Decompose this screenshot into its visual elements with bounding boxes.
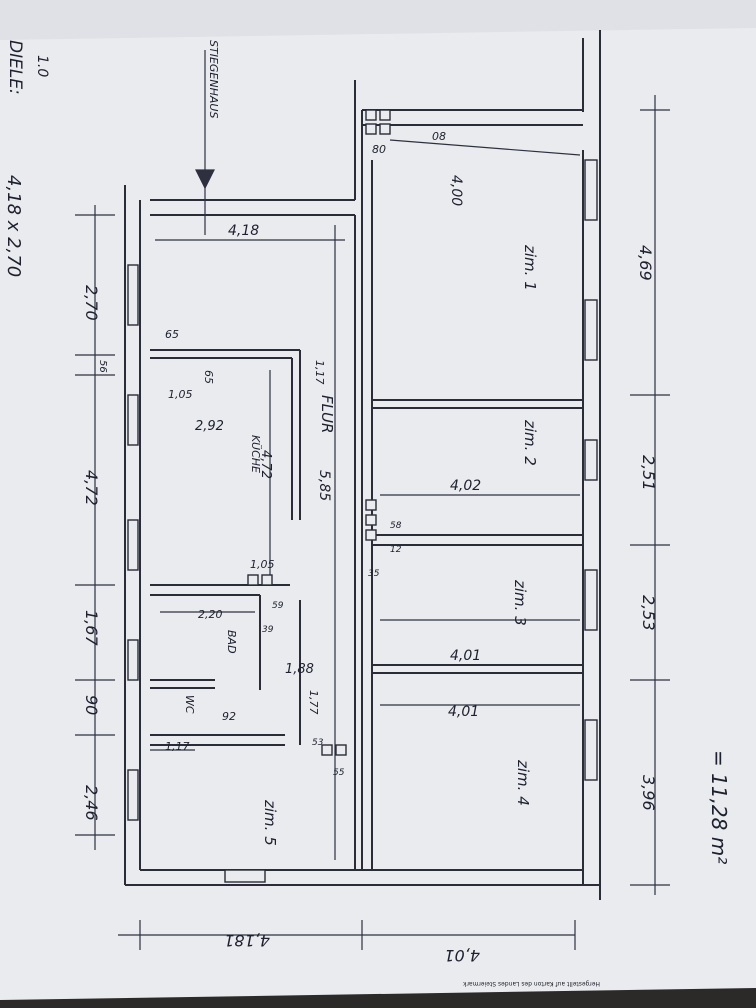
room-zim5: zim. 5 <box>261 799 279 846</box>
dim-left-5: 90 <box>82 695 101 715</box>
diele-label: DIELE: <box>5 40 25 95</box>
dim-small-2: 55 <box>333 768 345 778</box>
total-area: = 11,28 m² <box>707 750 731 864</box>
dim-left-1: 2,70 <box>82 285 101 321</box>
note-top-left: 1.0 <box>34 55 50 77</box>
dim-diele-small: 65 <box>165 328 179 341</box>
room-stiegenhaus: STIEGENHAUS <box>207 40 220 118</box>
dim-small-1: 53 <box>312 738 324 748</box>
dim-kueche-bottom: 1,05 <box>250 558 275 571</box>
inner-dimension-labels: 4,00 80 08 4,18 65 1,17 65 1,05 2,92 4,7… <box>165 130 481 778</box>
room-labels: zim. 1 zim. 2 zim. 3 zim. 4 zim. 5 KÜCHE… <box>183 40 539 846</box>
dim-zim1-width: 4,00 <box>448 175 464 206</box>
dim-right-3: 2,53 <box>639 595 658 631</box>
dim-zim1-door: 80 <box>372 143 386 156</box>
dim-left-2: 56 <box>97 360 108 373</box>
dim-bottom-2: 4,01 <box>444 946 480 965</box>
dim-left-4: 1,67 <box>82 610 101 646</box>
dim-left-3: 4,72 <box>82 470 101 506</box>
dim-zim2-width: 4,02 <box>450 478 481 494</box>
dim-right-2: 2,51 <box>639 455 658 491</box>
dim-flur-len: 5,85 <box>316 470 332 501</box>
dim-zim1-corner: 08 <box>432 130 446 143</box>
dim-bottom-1: 4,181 <box>224 931 270 950</box>
margin-notes: 1.0 DIELE: 4,18 x 2,70 = 11,28 m² Herges… <box>3 40 731 987</box>
footer-fine-print-visible: Hergestellt auf Karton des Landes Steier… <box>463 980 600 987</box>
dim-flur-end: 1,77 <box>307 690 320 715</box>
dimension-lines <box>75 50 670 950</box>
room-zim2: zim. 2 <box>521 419 539 466</box>
room-kueche: KÜCHE <box>249 435 262 473</box>
dim-bad-small: 59 <box>272 601 284 611</box>
walls <box>124 30 601 900</box>
room-zim4: zim. 4 <box>514 759 532 806</box>
dim-right-1: 4,69 <box>636 245 655 281</box>
dim-kueche-depth: 2,92 <box>195 419 224 434</box>
dim-kueche-len: 4,72 <box>258 450 273 479</box>
diele-size: 4,18 x 2,70 <box>3 175 24 277</box>
dim-flur-top: 1,17 <box>313 360 326 385</box>
dim-zim3-width: 4,01 <box>450 648 481 664</box>
shafts <box>127 109 598 883</box>
room-bad: BAD <box>225 630 238 654</box>
dim-zim5-width: 1,17 <box>165 740 190 753</box>
dim-bad-width: 2,20 <box>198 608 223 621</box>
dim-kueche-small: 65 <box>202 370 215 384</box>
dim-left-6: 2,46 <box>82 785 101 821</box>
dim-diele-width: 4,18 <box>228 223 259 239</box>
dim-right-4: 3,96 <box>639 775 658 811</box>
dim-shaft-1: 58 <box>390 521 402 531</box>
dim-bad-small2: 39 <box>262 625 274 635</box>
outer-dimension-labels: 4,69 2,51 2,53 3,96 2,70 56 4,72 1,67 90… <box>82 245 658 965</box>
room-zim3: zim. 3 <box>511 579 529 626</box>
dim-kueche-width: 1,05 <box>168 388 193 401</box>
dim-shaft-2: 12 <box>390 545 402 555</box>
room-wc: WC <box>183 695 196 714</box>
dim-shaft-3: 35 <box>368 569 380 579</box>
dim-wc-width: 92 <box>222 710 236 723</box>
room-zim1: zim. 1 <box>521 244 539 291</box>
dim-zim4-width: 4,01 <box>448 704 479 720</box>
room-flur: FLUR <box>318 395 336 433</box>
dim-flur-lower: 1,88 <box>285 662 314 677</box>
